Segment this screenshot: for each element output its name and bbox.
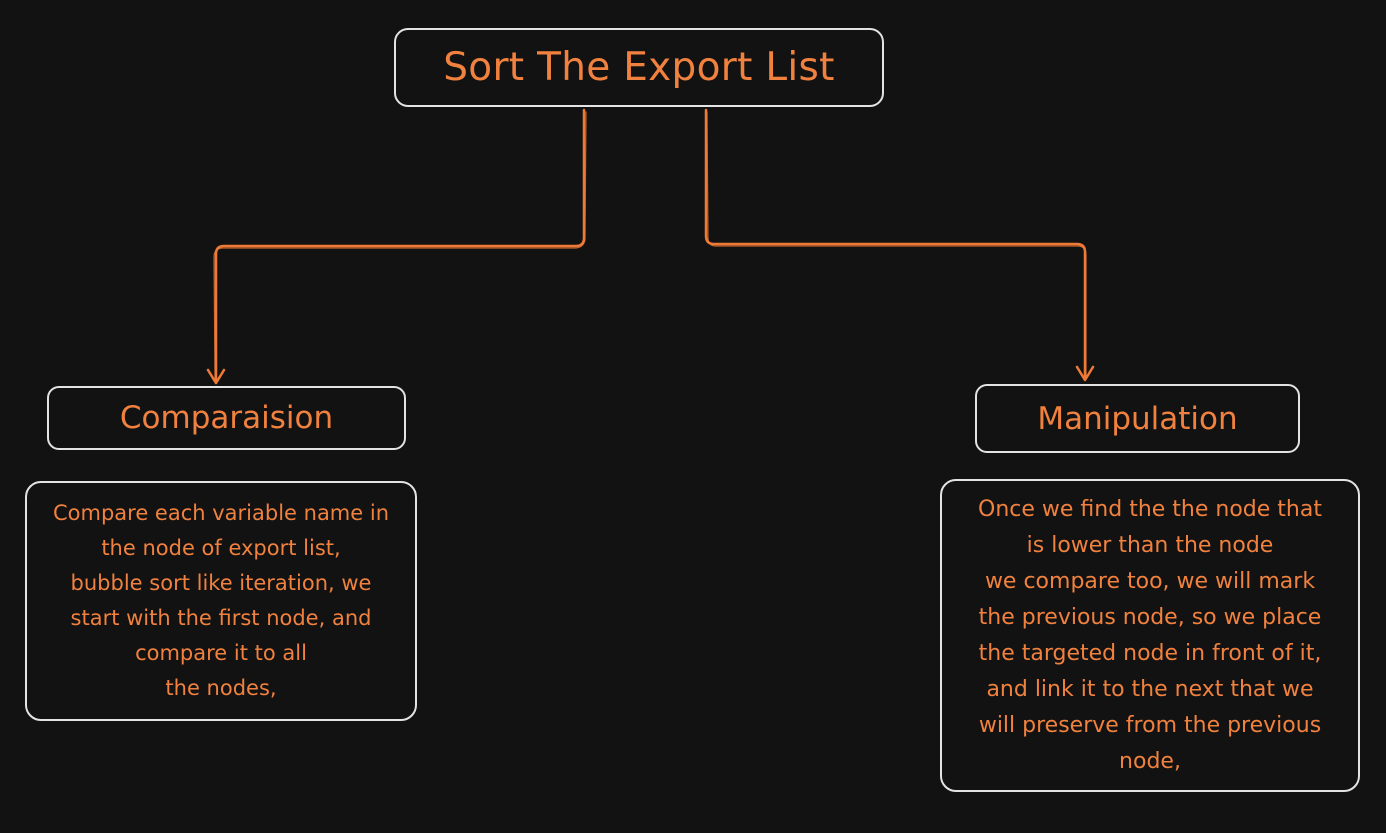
manipulation-description-text: Once we find the the node that is lower … bbox=[978, 492, 1322, 780]
description-line: the previous node, so we place bbox=[978, 604, 1322, 630]
description-line: the nodes, bbox=[165, 676, 277, 700]
description-line: is lower than the node bbox=[1026, 532, 1274, 558]
arrow-to-comparaision-echo bbox=[213, 111, 587, 379]
comparaision-label: Comparaision bbox=[119, 400, 334, 436]
description-line: the node of export list, bbox=[101, 536, 341, 560]
arrowhead-manipulation bbox=[1075, 365, 1095, 382]
description-line: Once we find the the node that bbox=[978, 496, 1322, 522]
description-line: we compare too, we will mark bbox=[984, 568, 1316, 594]
description-line: and link it to the next that we bbox=[986, 676, 1314, 702]
comparaision-description-text: Compare each variable name in the node o… bbox=[53, 496, 389, 706]
description-line: Compare each variable name in bbox=[52, 501, 390, 525]
comparaision-node: Comparaision bbox=[47, 386, 406, 450]
description-line: start with the first node, and bbox=[70, 606, 372, 630]
manipulation-label: Manipulation bbox=[1037, 400, 1238, 437]
manipulation-node: Manipulation bbox=[975, 384, 1300, 453]
description-line: the targeted node in front of it, bbox=[978, 640, 1322, 666]
manipulation-description: Once we find the the node that is lower … bbox=[940, 479, 1360, 792]
arrow-to-manipulation-echo bbox=[706, 111, 1087, 377]
description-line: bubble sort like iteration, we bbox=[70, 571, 372, 595]
arrowhead-comparaision bbox=[206, 368, 226, 385]
comparaision-description: Compare each variable name in the node o… bbox=[25, 481, 417, 721]
arrow-to-comparaision bbox=[214, 108, 586, 382]
description-line: will preserve from the previous bbox=[978, 712, 1322, 738]
title-node: Sort The Export List bbox=[394, 28, 884, 107]
description-line: compare it to all bbox=[135, 641, 307, 665]
description-line: node, bbox=[1119, 748, 1181, 774]
title-text: Sort The Export List bbox=[443, 45, 835, 90]
arrow-to-manipulation bbox=[704, 108, 1087, 380]
